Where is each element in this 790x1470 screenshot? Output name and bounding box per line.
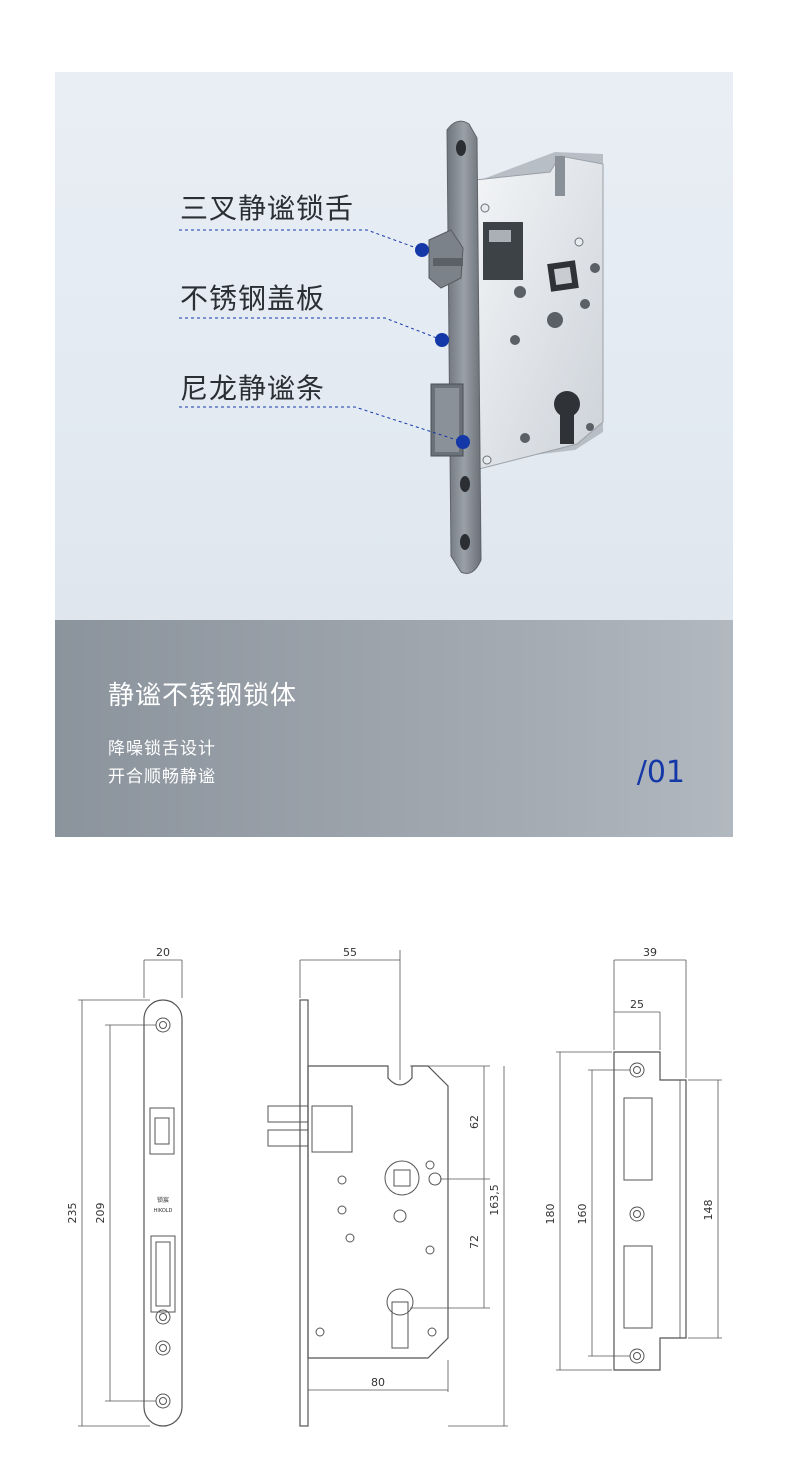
dim-strike-160: 160 — [576, 1204, 589, 1225]
technical-drawings: 20 235 209 锁宸 HIKOLD 55 80 62 72 163,5 3… — [66, 946, 722, 1427]
dim-side-163-5: 163,5 — [488, 1184, 501, 1216]
strike-view-drawing — [556, 959, 722, 1371]
feature-line-1: 降噪锁舌设计 — [108, 739, 216, 759]
dim-side-backset: 55 — [343, 946, 357, 959]
lock-body-render — [179, 120, 604, 574]
callout-nylon-strip: 尼龙静谧条 — [180, 372, 326, 405]
feature-number: /01 — [636, 755, 685, 790]
dim-front-hole-spacing: 209 — [94, 1203, 107, 1224]
callout-triple-latch: 三叉静谧锁舌 — [180, 192, 355, 225]
dim-strike-25: 25 — [630, 998, 644, 1011]
dim-front-width: 20 — [156, 946, 170, 959]
product-hero: 三叉静谧锁舌 不锈钢盖板 尼龙静谧条 — [55, 72, 733, 620]
feature-line-2: 开合顺畅静谧 — [108, 767, 216, 787]
side-view-drawing — [267, 950, 508, 1427]
dim-side-case-width: 80 — [371, 1376, 385, 1389]
front-brand-cn: 锁宸 — [157, 1196, 169, 1204]
feature-info-band: 静谧不锈钢锁体 降噪锁舌设计 开合顺畅静谧 /01 — [55, 620, 733, 837]
dim-strike-39: 39 — [643, 946, 657, 959]
dim-strike-148: 148 — [702, 1200, 715, 1221]
front-view-drawing — [78, 959, 183, 1427]
callout-steel-cover: 不锈钢盖板 — [180, 282, 326, 315]
dim-side-62: 62 — [468, 1115, 481, 1129]
front-brand-en: HIKOLD — [154, 1208, 173, 1214]
dim-side-72: 72 — [468, 1235, 481, 1249]
feature-title: 静谧不锈钢锁体 — [108, 681, 298, 711]
dim-strike-180: 180 — [544, 1204, 557, 1225]
dim-front-height: 235 — [66, 1203, 79, 1224]
